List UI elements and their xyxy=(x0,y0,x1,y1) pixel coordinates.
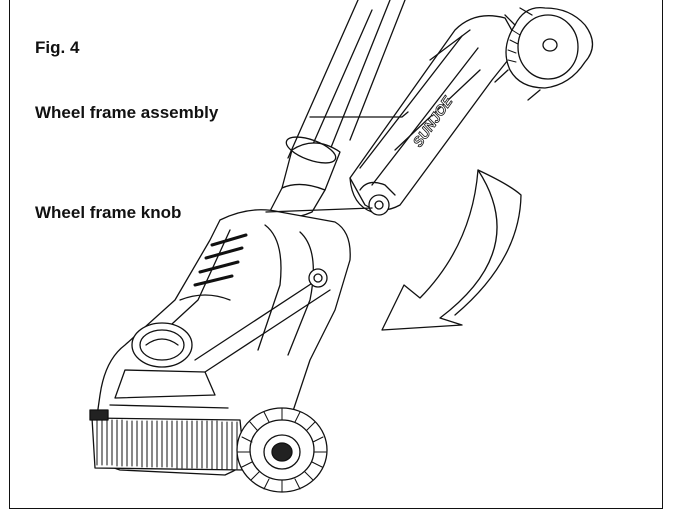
rotation-arrow xyxy=(381,169,522,331)
callout-wheel-frame-assembly: Wheel frame assembly xyxy=(35,103,219,122)
handle-collar xyxy=(267,136,341,219)
deck-window xyxy=(131,322,193,368)
figure-frame xyxy=(9,0,663,509)
rear-wheel xyxy=(236,407,328,493)
leader-line-wheel-frame-assembly xyxy=(309,111,409,118)
wheel-frame-assembly xyxy=(349,15,521,213)
leader-line-wheel-frame-knob xyxy=(265,207,373,213)
callout-wheel-frame-knob: Wheel frame knob xyxy=(35,203,182,222)
axle-rod xyxy=(194,268,331,373)
adjustment-knob xyxy=(494,6,594,101)
figure-title: Fig. 4 xyxy=(35,38,80,57)
tine-comb xyxy=(89,409,246,471)
wheel-frame-knob xyxy=(359,181,396,216)
